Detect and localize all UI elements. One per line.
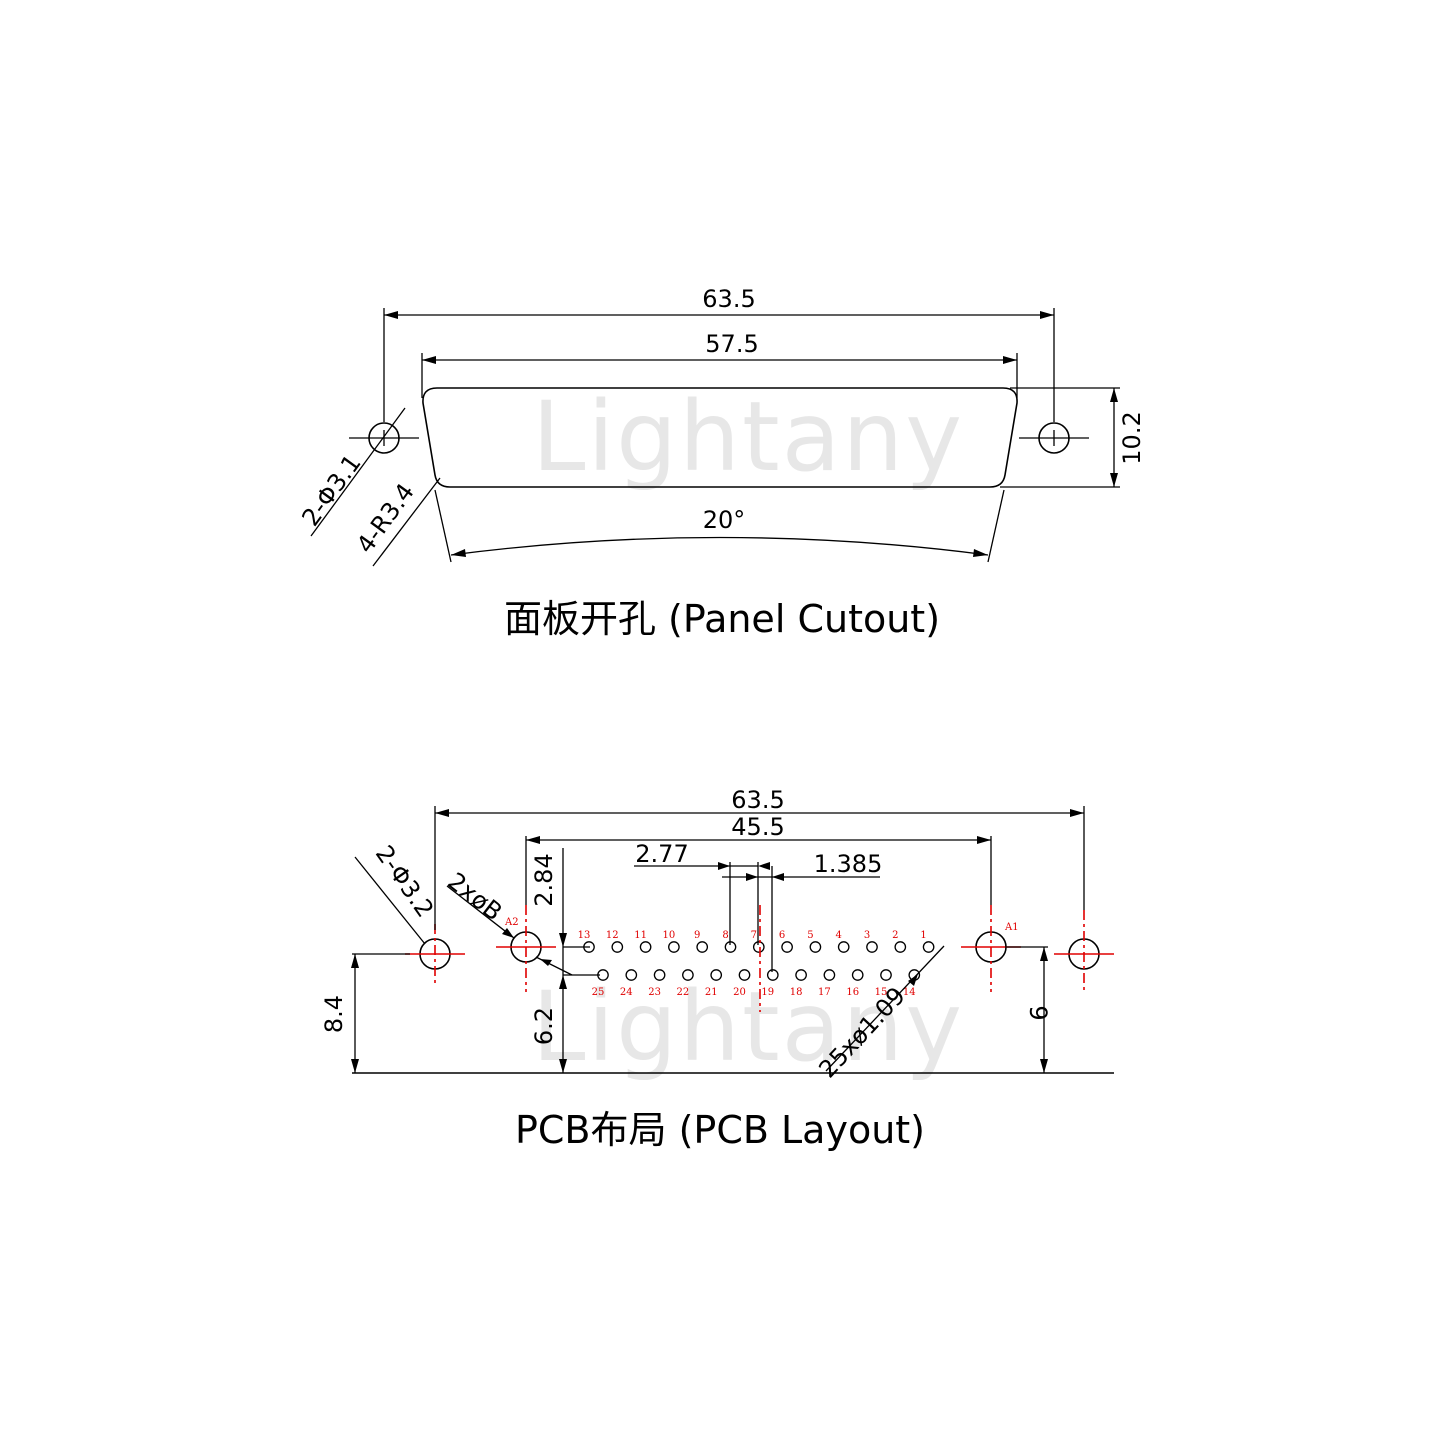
top-row-pin-label-1: 1 — [920, 930, 926, 941]
top-row-pin-label-6: 6 — [779, 930, 785, 941]
pcb-dim-mount: 45.5 — [731, 813, 784, 841]
pcb-dim-pitch: 2.77 — [635, 840, 688, 868]
pcb-dim-right-height: 9 — [1024, 1005, 1052, 1020]
left-mounting-hole-pcb — [405, 924, 465, 987]
board-lock-hole-a2: A2 — [496, 905, 556, 992]
bottom-row-pin-label-19: 19 — [761, 987, 774, 998]
right-mounting-hole-pcb — [1054, 910, 1114, 990]
pcb-dim-row-height: 6.2 — [530, 1007, 558, 1045]
pcb-note-board-lock: 2xøB — [442, 867, 507, 926]
top-row-pin-10 — [668, 941, 680, 953]
top-row-pin-5 — [809, 941, 822, 953]
right-mounting-hole — [1019, 422, 1089, 454]
bottom-row-pin-label-14: 14 — [903, 987, 916, 998]
bottom-row-pin-17 — [823, 969, 836, 981]
top-row-pin-label-8: 8 — [722, 930, 728, 941]
top-row-pin-label-12: 12 — [606, 930, 619, 941]
bottom-row-pin-22 — [682, 969, 694, 981]
panel-dim-angle: 20° — [703, 506, 746, 534]
top-row-pin-label-3: 3 — [864, 930, 870, 941]
top-row-pin-label-2: 2 — [892, 930, 898, 941]
bottom-row-pin-label-20: 20 — [733, 987, 746, 998]
bottom-row-pin-label-16: 16 — [846, 987, 859, 998]
pcb-dim-half-pitch: 1.385 — [814, 850, 883, 878]
d-sub-opening-outline — [422, 387, 1018, 488]
top-row-pin-2 — [894, 941, 907, 953]
left-mounting-hole — [349, 422, 419, 454]
bottom-row-pin-label-15: 15 — [875, 987, 888, 998]
pcb-dim-left-height: 8.4 — [320, 995, 348, 1033]
panel-note-holes: 2-Φ3.1 — [296, 449, 366, 531]
bottom-row-pin-18 — [795, 969, 807, 981]
bottom-row-pin-24 — [625, 969, 638, 981]
bottom-row-pin-label-18: 18 — [790, 987, 803, 998]
panel-dim-opening: 57.5 — [705, 330, 758, 358]
top-row-pin-6 — [781, 941, 793, 953]
bottom-row-pin-15 — [880, 969, 892, 981]
watermark-top: Lightany — [532, 381, 964, 493]
pcb-note-holes: 2-Φ3.2 — [370, 840, 439, 922]
bottom-row-pin-label-24: 24 — [620, 987, 633, 998]
top-row-pin-label-4: 4 — [836, 930, 842, 941]
panel-cutout-caption: 面板开孔 (Panel Cutout) — [504, 597, 940, 641]
top-row-pins: 13 12 11 10 9 8 7 6 5 4 3 2 1 — [578, 930, 935, 953]
bottom-row-pin-label-22: 22 — [677, 987, 690, 998]
bottom-row-pin-16 — [851, 969, 864, 981]
top-row-pin-1 — [922, 941, 935, 953]
bottom-row-pins: 25 24 23 22 21 20 19 18 17 16 15 14 — [592, 969, 921, 998]
top-row-pin-label-13: 13 — [578, 930, 591, 941]
top-row-pin-7 — [752, 941, 765, 953]
top-row-pin-3 — [866, 941, 878, 953]
bottom-row-pin-20 — [738, 969, 751, 981]
pcb-layout-caption: PCB布局 (PCB Layout) — [515, 1108, 925, 1152]
bottom-row-pin-19 — [766, 969, 779, 981]
top-row-pin-9 — [696, 941, 709, 953]
panel-dim-overall: 63.5 — [702, 285, 755, 313]
pcb-dim-row-offset: 2.84 — [530, 853, 558, 906]
bottom-row-pin-label-25: 25 — [592, 987, 605, 998]
bottom-row-pin-label-21: 21 — [705, 987, 718, 998]
top-row-pin-12 — [611, 941, 624, 953]
top-row-pin-4 — [837, 941, 850, 953]
bottom-row-pin-21 — [710, 969, 723, 981]
bottom-row-pin-label-17: 17 — [818, 987, 831, 998]
top-row-pin-11 — [639, 941, 652, 953]
watermark-bottom: Lightany — [532, 971, 964, 1083]
panel-dim-height: 10.2 — [1118, 411, 1146, 464]
bottom-row-pin-23 — [653, 969, 666, 981]
top-row-pin-label-10: 10 — [663, 930, 676, 941]
top-row-pin-label-11: 11 — [634, 930, 647, 941]
label-a2: A2 — [504, 917, 519, 928]
top-row-pin-label-9: 9 — [694, 930, 700, 941]
label-a1: A1 — [1004, 922, 1019, 933]
board-lock-hole-a1: A1 — [961, 905, 1021, 992]
top-row-pin-label-5: 5 — [807, 930, 813, 941]
top-row-pin-label-7: 7 — [751, 930, 757, 941]
bottom-row-pin-label-23: 23 — [648, 987, 661, 998]
pcb-dim-overall: 63.5 — [731, 786, 784, 814]
